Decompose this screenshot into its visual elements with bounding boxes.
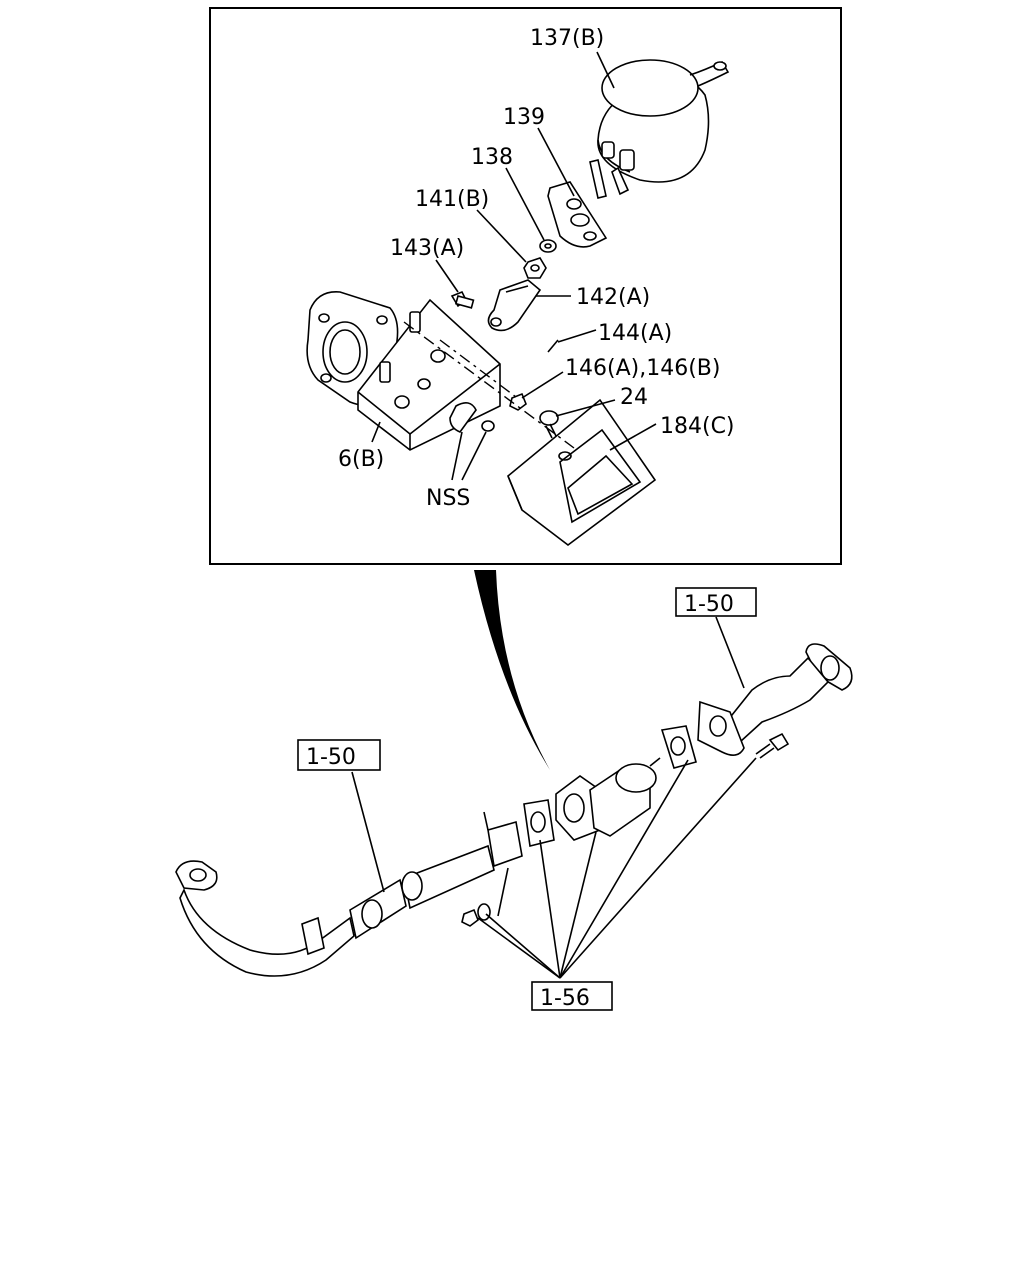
ref-box-1-50-top: 1-50 [675,587,757,617]
label-139: 139 [503,105,545,130]
label-6b: 6(B) [338,447,384,472]
front-pipe [175,811,523,977]
part-141-nut [523,257,547,279]
part-137-actuator [589,59,730,199]
leader-lines-overview [351,616,757,979]
ref-box-1-56: 1-56 [531,981,613,1011]
label-146: 146(A),146(B) [565,356,720,381]
part-139-gasket [547,181,608,248]
rear-pipe [697,643,853,756]
label-24: 24 [620,385,648,410]
part-138-washer [539,239,557,253]
axis-line-2 [439,339,521,401]
gasket-left [523,799,555,847]
ref-label-1-50-top: 1-50 [684,592,734,617]
overview-brake-unit [555,757,661,841]
gasket-right [660,725,697,769]
label-nss: NSS [426,486,470,511]
label-141b: 141(B) [415,187,489,212]
label-142a: 142(A) [576,285,650,310]
ref-label-1-56: 1-56 [540,986,590,1011]
bottom-nut-washer [461,903,491,927]
ref-box-1-50-left: 1-50 [297,739,381,771]
part-143-bolt [450,290,475,309]
callout-pointer [474,570,550,770]
ref-label-1-50-left: 1-50 [306,745,356,770]
label-137b: 137(B) [530,26,604,51]
label-143a: 143(A) [390,236,464,261]
part-184-heat-shield [507,398,657,547]
right-flange-bolt [755,732,790,759]
label-184c: 184(C) [660,414,735,439]
detail-frame [209,7,842,565]
part-142-lever [487,279,542,332]
axis-line-1 [403,321,575,449]
label-144a: 144(A) [598,321,672,346]
part-6-brake-body [306,291,501,451]
leader-lines-detail [371,51,657,481]
part-144-pin [547,339,559,353]
label-138: 138 [471,145,513,170]
part-24-bolt [539,410,559,439]
